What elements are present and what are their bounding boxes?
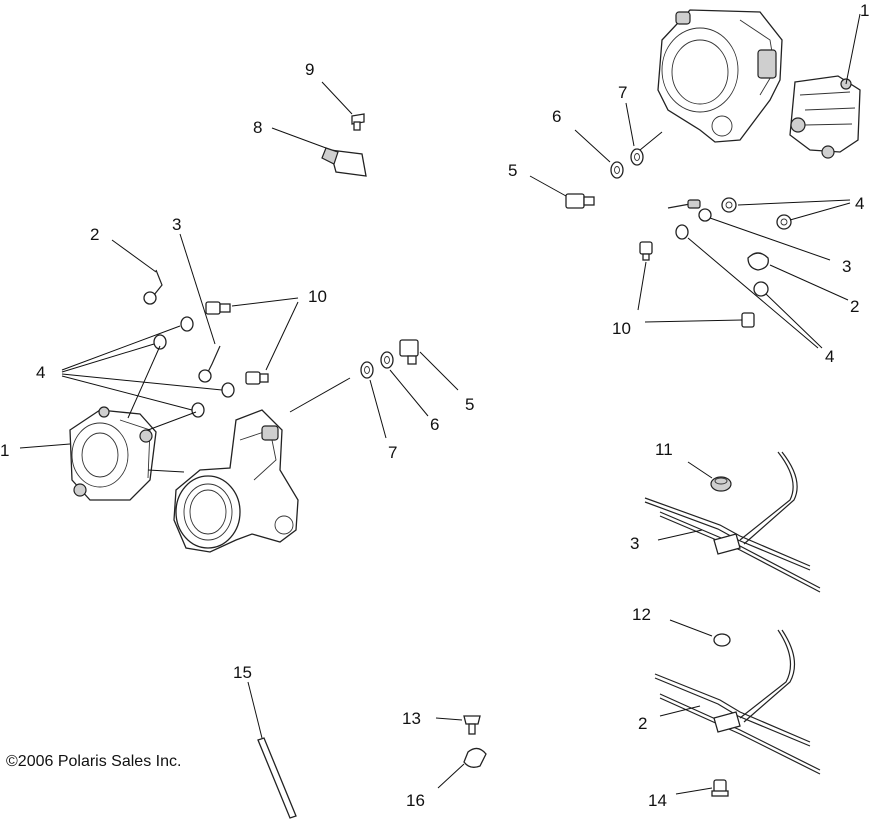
callout-7-right: 7 [618, 83, 627, 102]
callout-4-left: 4 [36, 363, 45, 382]
callout-10-right: 10 [612, 319, 631, 338]
callout-5-left: 5 [465, 395, 474, 414]
callout-2-bottom: 2 [638, 714, 647, 733]
fastener-13 [463, 715, 481, 735]
callout-10-left: 10 [308, 287, 327, 306]
washer-6-top-right [610, 161, 624, 179]
washer-7-left [360, 361, 374, 379]
callout-1-left: 1 [0, 441, 9, 460]
washer-4-left-c [221, 382, 235, 398]
clip-16 [463, 747, 487, 768]
callout-2-right: 2 [850, 297, 859, 316]
ground-strap-3-right [667, 199, 712, 222]
ground-strap-2-left [143, 269, 163, 305]
copyright-notice: ©2006 Polaris Sales Inc. [6, 753, 181, 770]
bolt-10-right-a [639, 241, 653, 261]
washer-4-right-c [675, 224, 689, 240]
housing-left [173, 409, 299, 553]
bolt-10-left-b [245, 371, 269, 385]
callout-12: 12 [632, 605, 651, 624]
callout-7-left: 7 [388, 443, 397, 462]
washer-4-right-a [721, 197, 737, 213]
actuator-left [69, 406, 157, 501]
callout-4-right-top: 4 [855, 194, 864, 213]
callout-15: 15 [233, 663, 252, 682]
washer-4-right-b [776, 214, 792, 230]
callout-13: 13 [402, 709, 421, 728]
fastener-14 [711, 779, 729, 797]
callout-6-left: 6 [430, 415, 439, 434]
grommet-12 [713, 633, 731, 647]
clip-2-right [747, 252, 769, 271]
grommet-11 [710, 476, 732, 492]
bolt-10-left-a [205, 301, 231, 315]
actuator-top-right [789, 75, 861, 159]
cable-detail-3 [644, 451, 821, 593]
callout-3-bottom: 3 [630, 534, 639, 553]
washer-4-left-b [153, 334, 167, 350]
bolt-5-top-right [565, 193, 595, 209]
callout-11: 11 [655, 440, 673, 459]
callout-16: 16 [406, 791, 425, 810]
callout-14: 14 [648, 791, 667, 810]
callout-6-right: 6 [552, 107, 561, 126]
bolt-10-right-b [741, 312, 755, 328]
callout-1-right: 1 [860, 1, 869, 20]
housing-top-right [657, 9, 783, 143]
callout-3-left: 3 [172, 215, 181, 234]
washer-6-left [380, 351, 394, 369]
callout-3-right: 3 [842, 257, 851, 276]
washer-4-left-d [191, 402, 205, 418]
bolt-5-left [399, 339, 419, 365]
tie-strap-15 [257, 737, 297, 819]
callout-9: 9 [305, 60, 314, 79]
washer-7-top-right [630, 148, 644, 166]
screw-9 [351, 113, 365, 131]
callout-4-right-bottom: 4 [825, 347, 834, 366]
callout-8: 8 [253, 118, 262, 137]
callout-5-right: 5 [508, 161, 517, 180]
switch-8 [321, 147, 367, 177]
cable-detail-2 [654, 629, 821, 775]
callout-2-left: 2 [90, 225, 99, 244]
washer-4-left-a [180, 316, 194, 332]
washer-4-right-d [753, 281, 769, 297]
ground-strap-3-left [198, 345, 221, 383]
